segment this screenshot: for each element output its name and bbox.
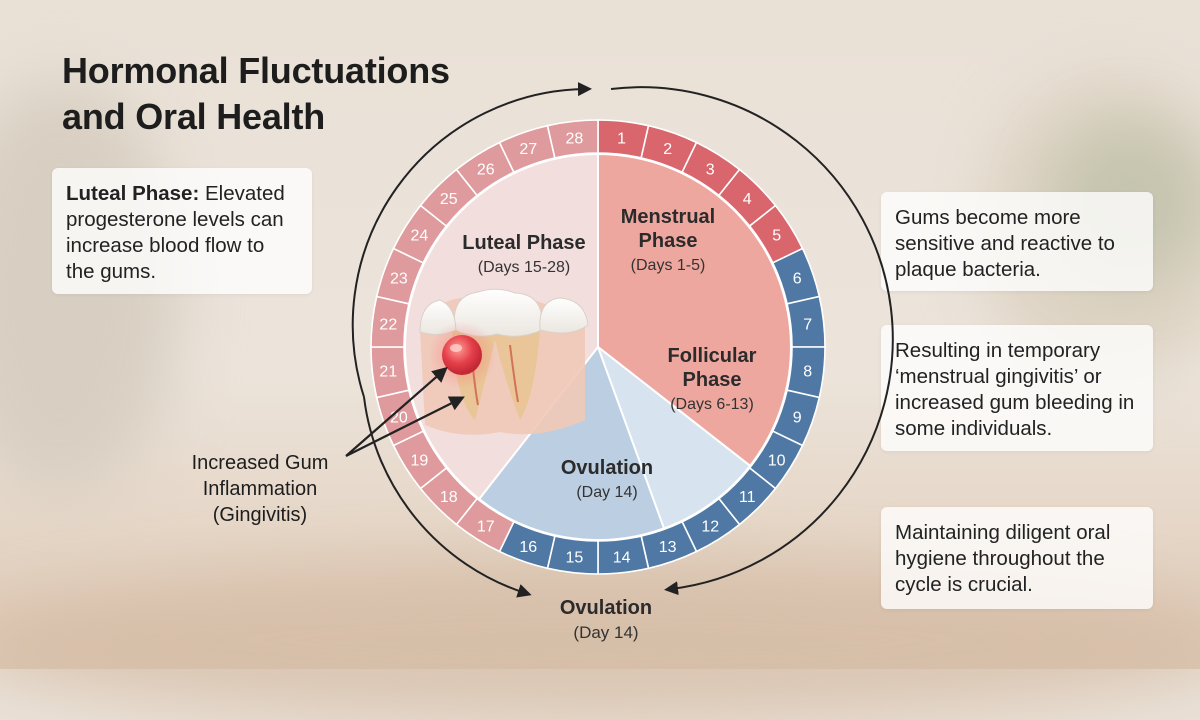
menstrual-phase-label-1: Menstrual <box>621 206 715 228</box>
day-label-4: 4 <box>743 191 752 208</box>
info-card-gingivitis: Resulting in temporary ‘menstrual gingiv… <box>881 325 1153 451</box>
luteal-phase-days: (Days 15-28) <box>478 259 570 276</box>
day-label-7: 7 <box>803 316 812 333</box>
day-label-6: 6 <box>793 270 802 287</box>
ovulation-phase-days: (Day 14) <box>576 484 637 501</box>
info-card-gingivitis-text: Resulting in temporary ‘menstrual gingiv… <box>895 339 1135 440</box>
annotation-line2: Inflammation <box>202 478 318 500</box>
day-label-18: 18 <box>440 489 458 506</box>
follicular-phase-label-1: Follicular <box>668 345 757 367</box>
inflammation-icon <box>428 321 496 389</box>
day-label-10: 10 <box>768 452 786 469</box>
day-label-15: 15 <box>565 550 583 567</box>
ovulation-sector <box>477 344 666 541</box>
day-label-8: 8 <box>803 364 812 381</box>
follicular-phase-days: (Days 6-13) <box>670 396 754 413</box>
day-label-2: 2 <box>663 141 672 158</box>
day-label-17: 17 <box>477 519 495 536</box>
page-title-line1: Hormonal Fluctuations <box>62 50 450 91</box>
info-card-hygiene: Maintaining diligent oral hygiene throug… <box>881 507 1153 609</box>
day-label-16: 16 <box>519 539 537 556</box>
bottom-ovulation-days: (Day 14) <box>573 623 638 642</box>
page-title-line2: and Oral Health <box>62 96 326 137</box>
menstrual-sector <box>597 152 792 468</box>
day-label-13: 13 <box>659 539 677 556</box>
day-label-5: 5 <box>772 228 781 245</box>
luteal-phase-label: Luteal Phase <box>462 232 585 254</box>
day-label-1: 1 <box>617 130 626 147</box>
day-label-28: 28 <box>565 130 583 147</box>
luteal-info-text: Elevated progesterone levels can increas… <box>66 182 285 283</box>
ovulation-phase-label: Ovulation <box>561 457 653 479</box>
day-label-26: 26 <box>477 161 495 178</box>
day-label-21: 21 <box>379 364 397 381</box>
cycle-arrow-icon <box>351 82 894 598</box>
info-card-sensitivity-text: Gums become more sensitive and reactive … <box>895 206 1115 281</box>
gum-inflammation-annotation: Increased Gum Inflammation (Gingivitis) <box>160 450 360 528</box>
day-label-27: 27 <box>519 141 537 158</box>
luteal-info-card: Luteal Phase: Elevated progesterone leve… <box>52 168 312 294</box>
day-label-20: 20 <box>390 410 408 427</box>
day-label-3: 3 <box>706 161 715 178</box>
day-label-11: 11 <box>739 489 756 506</box>
day-label-25: 25 <box>440 191 458 208</box>
menstrual-phase-label-2: Phase <box>639 230 698 252</box>
info-card-hygiene-text: Maintaining diligent oral hygiene throug… <box>895 521 1111 596</box>
annotation-arrows <box>345 366 465 457</box>
info-card-sensitivity: Gums become more sensitive and reactive … <box>881 192 1153 291</box>
luteal-info-label: Luteal Phase: <box>66 182 200 205</box>
day-label-19: 19 <box>410 452 428 469</box>
annotation-line3: (Gingivitis) <box>212 504 308 526</box>
day-label-22: 22 <box>379 316 397 333</box>
annotation-line1: Increased Gum <box>191 452 329 474</box>
page-title: Hormonal Fluctuations and Oral Health <box>62 48 450 140</box>
menstrual-phase-days: (Days 1-5) <box>631 257 706 274</box>
cycle-diagram: 1234567891011121314151617181920212223242… <box>345 82 894 642</box>
day-label-23: 23 <box>390 270 408 287</box>
day-label-12: 12 <box>701 519 719 536</box>
day-label-24: 24 <box>410 228 428 245</box>
bottom-ovulation-label: Ovulation <box>560 597 652 619</box>
follicular-phase-label-2: Phase <box>683 369 742 391</box>
day-label-14: 14 <box>613 550 631 567</box>
phase-labels: Luteal Phase (Days 15-28) Menstrual Phas… <box>462 206 756 642</box>
day-label-9: 9 <box>793 410 802 427</box>
phase-sectors <box>404 152 792 542</box>
